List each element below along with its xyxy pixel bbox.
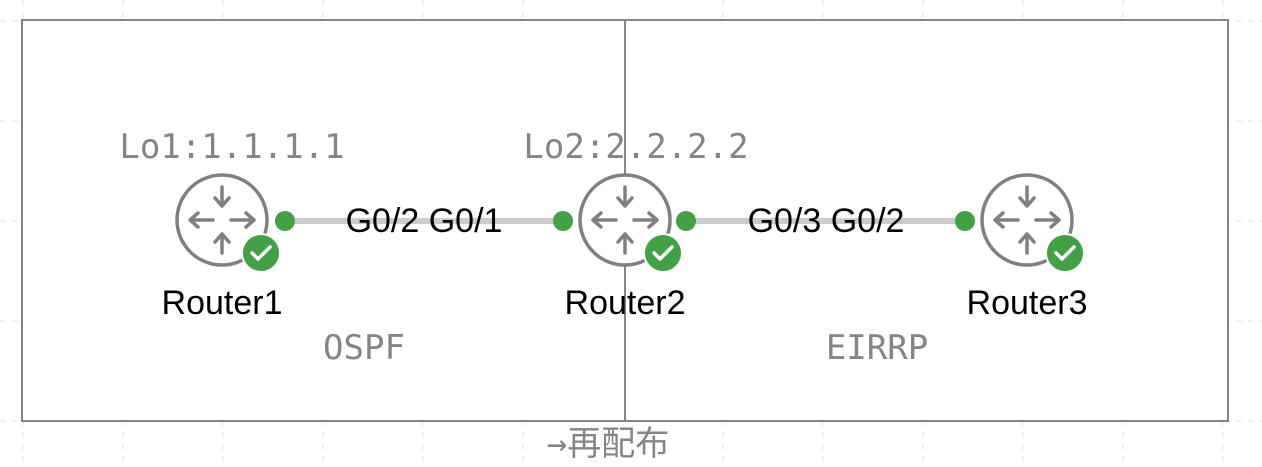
router3-name: Router3 [967, 284, 1088, 322]
link2-label: G0/3 G0/2 [748, 202, 905, 240]
check-badge-icon [1044, 232, 1086, 274]
router1-loopback-label: Lo1:1.1.1.1 [119, 127, 344, 167]
area-label-eirrp: EIRRP [826, 328, 928, 368]
router2-loopback-label: Lo2:2.2.2.2 [523, 127, 748, 167]
port-dot[interactable] [553, 211, 573, 231]
router2-name: Router2 [565, 284, 686, 322]
check-badge-icon [642, 232, 684, 274]
area-label-ospf: OSPF [323, 328, 405, 368]
redistribute-label: →再配布 [547, 424, 669, 464]
port-dot[interactable] [676, 211, 696, 231]
port-dots [275, 211, 975, 231]
port-dot[interactable] [275, 211, 295, 231]
port-dot[interactable] [955, 211, 975, 231]
router1-name: Router1 [162, 284, 283, 322]
check-badge-icon [240, 232, 282, 274]
link1-label: G0/2 G0/1 [346, 202, 503, 240]
